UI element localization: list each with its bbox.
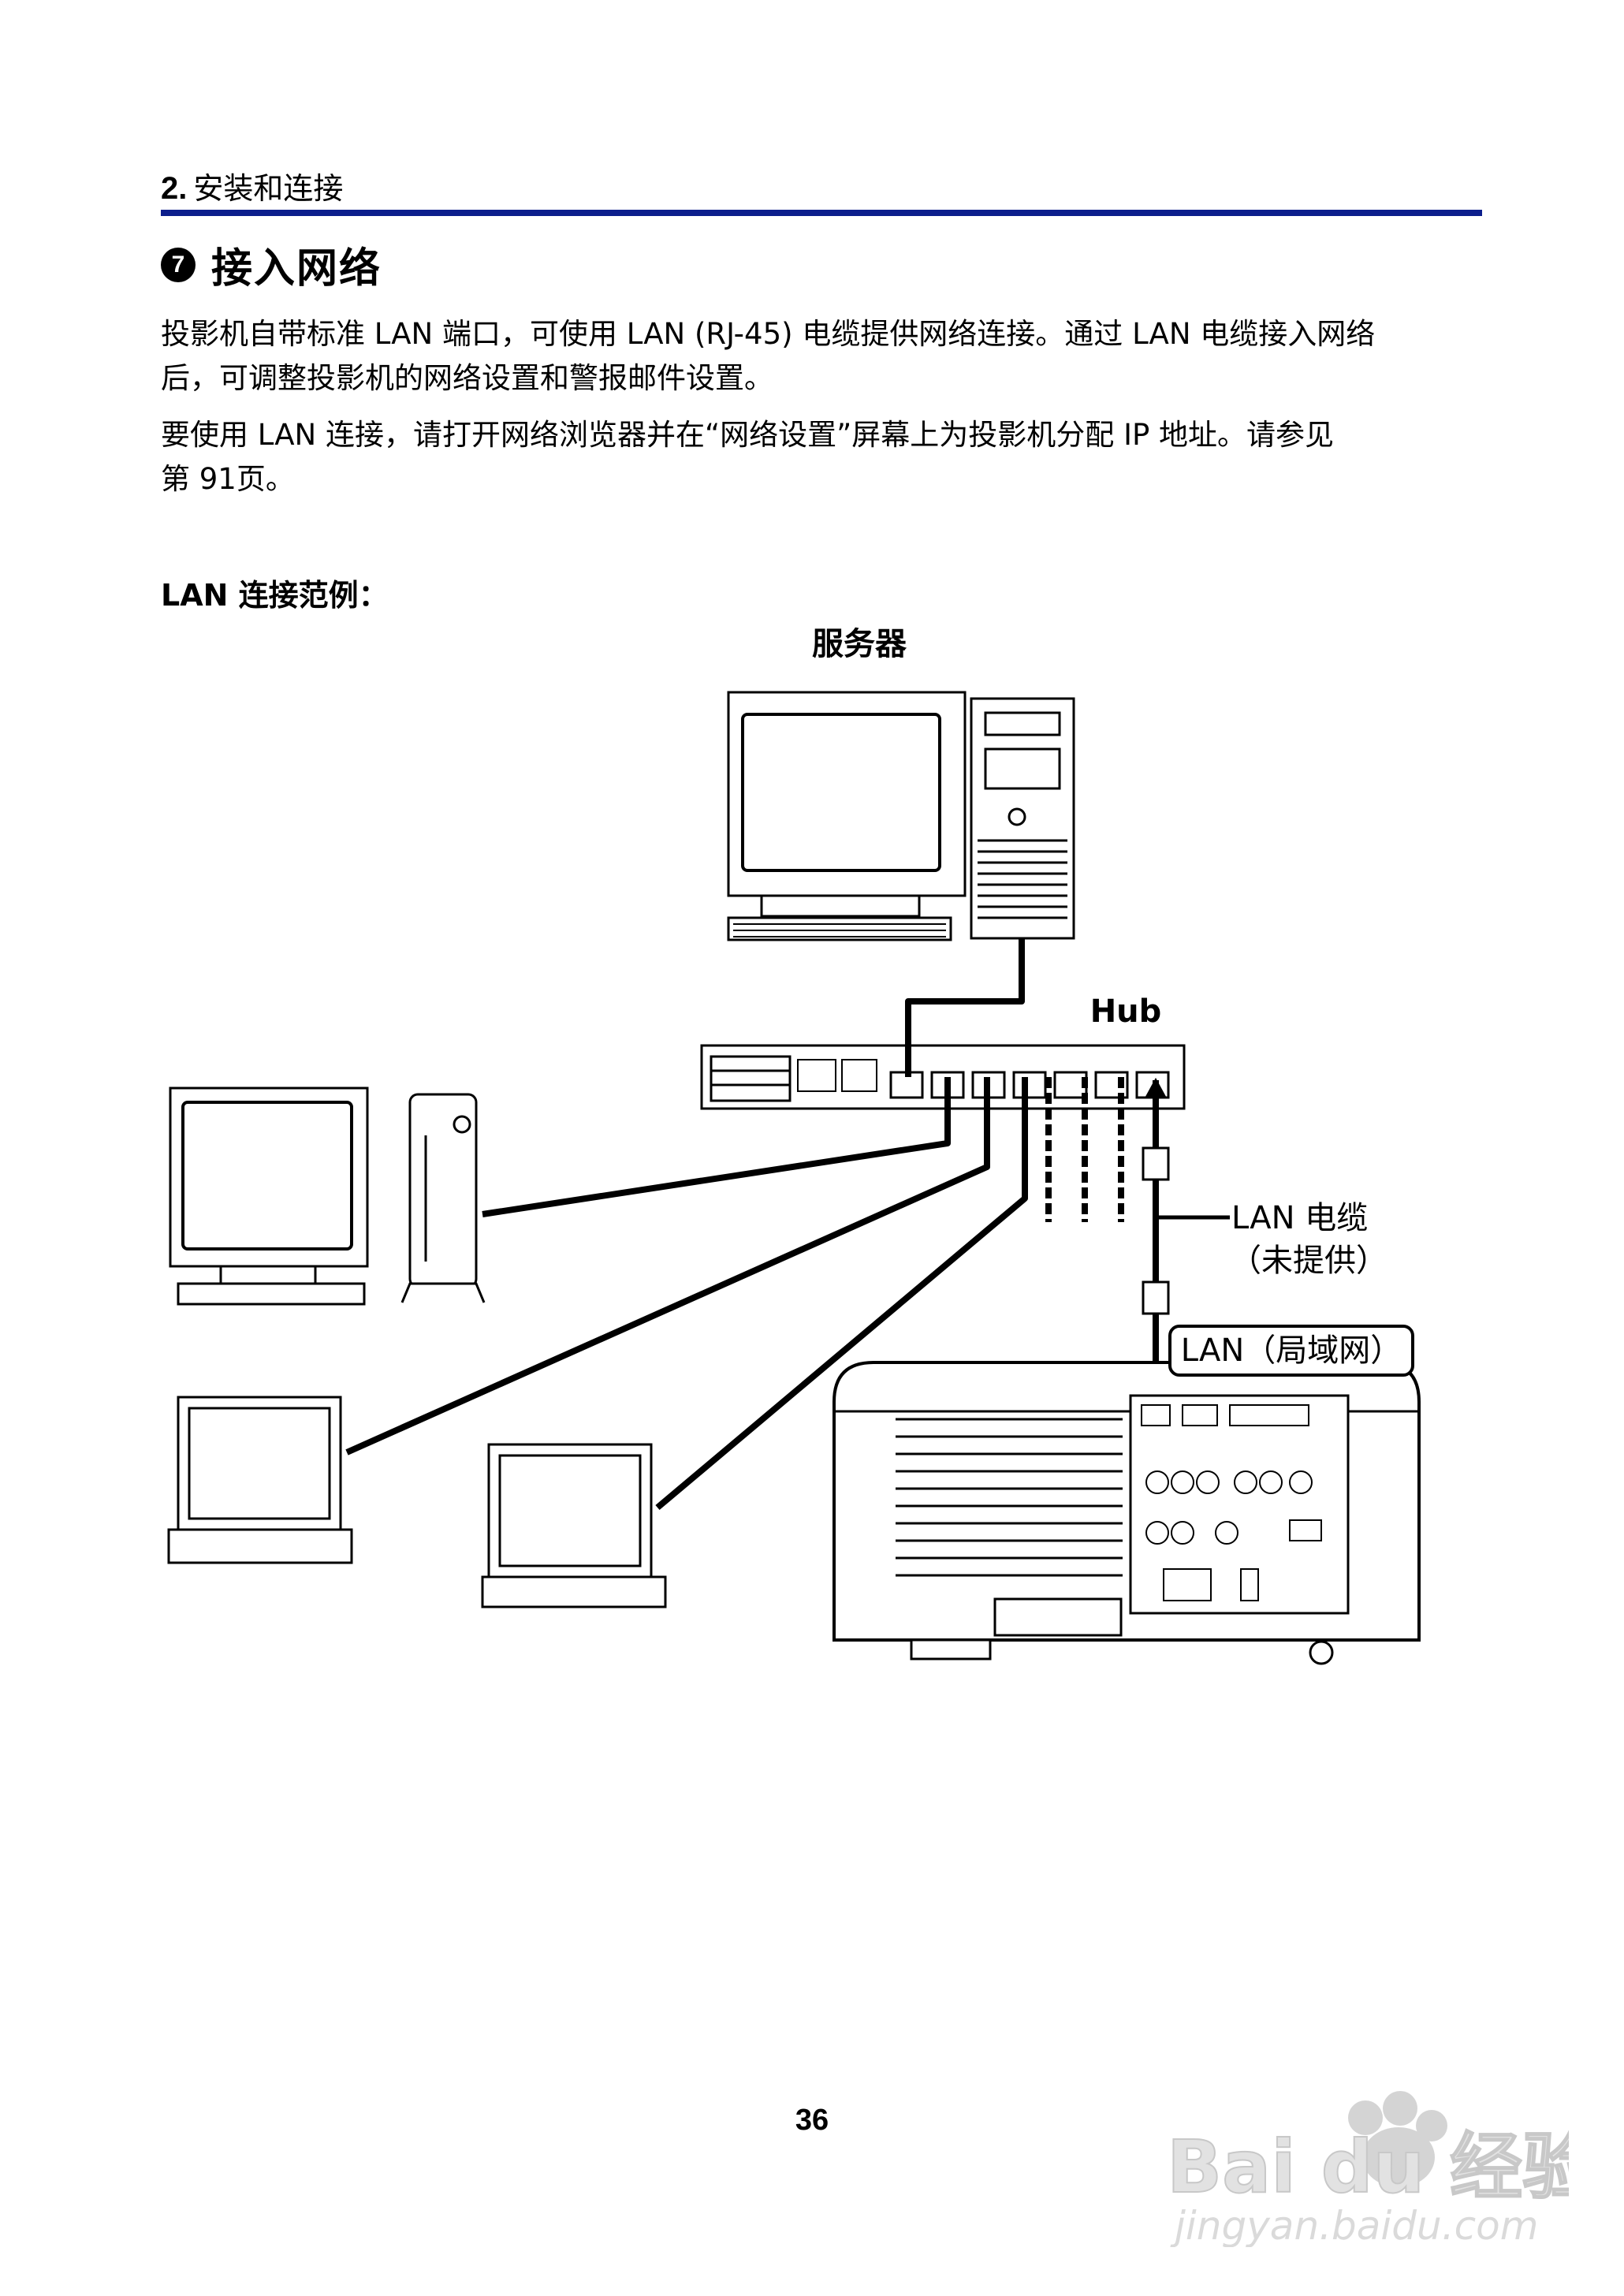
- paragraph-2-line-2: 第 91页。: [161, 462, 295, 496]
- lan-port-label: LAN（局域网）: [1181, 1332, 1402, 1369]
- cables: [345, 938, 1159, 1511]
- cable-label-line-2: （未提供）: [1230, 1243, 1387, 1279]
- watermark-url: jingyan.baidu.com: [1170, 2203, 1538, 2247]
- server-label: 服务器: [812, 626, 907, 662]
- paragraph-1: 投影机自带标准 LAN 端口，可使用 LAN (RJ-45) 电缆提供网络连接。…: [161, 312, 1485, 401]
- paw-icon: [1348, 2091, 1447, 2187]
- desktop-tower-icon: [400, 1093, 486, 1303]
- baidu-watermark-logo: Bai du 经验 jingyan.baidu.com: [1166, 2091, 1569, 2247]
- projector-vent-lines: [896, 1418, 1123, 1577]
- lan-port-callout: LAN（局域网）: [1168, 1325, 1414, 1377]
- section-header: 2.安装和连接: [161, 164, 343, 207]
- laptop-icon-2: [481, 1443, 667, 1608]
- desktop-monitor-icon: [169, 1086, 369, 1306]
- paragraph-1-line-1: 投影机自带标准 LAN 端口，可使用 LAN (RJ-45) 电缆提供网络连接。…: [161, 317, 1376, 351]
- paragraph-2: 要使用 LAN 连接，请打开网络浏览器并在“网络设置”屏幕上为投影机分配 IP …: [161, 413, 1485, 501]
- paragraph-1-line-2: 后，可调整投影机的网络设置和警报邮件设置。: [161, 361, 773, 395]
- page-title: 7 接入网络: [161, 235, 382, 294]
- projector-connector-panel: [1141, 1404, 1322, 1601]
- title-text: 接入网络: [211, 245, 382, 293]
- laptop-icon-1: [167, 1396, 353, 1564]
- cable-label-line-1: LAN 电缆: [1231, 1200, 1368, 1236]
- projector-icon: [832, 1361, 1421, 1665]
- paragraph-2-line-1: 要使用 LAN 连接，请打开网络浏览器并在“网络设置”屏幕上为投影机分配 IP …: [161, 418, 1335, 452]
- hub-label: Hub: [1090, 993, 1162, 1030]
- numbered-bullet-icon: 7: [161, 247, 196, 282]
- page-number: 36: [795, 2104, 829, 2137]
- watermark-brand: Bai du 经验: [1167, 2125, 1569, 2209]
- hub-icon: [700, 1044, 1186, 1110]
- server-tower-icon: [970, 697, 1075, 940]
- header-rule: [161, 210, 1482, 216]
- example-label: LAN 连接范例：: [161, 578, 389, 613]
- section-number: 2.: [161, 171, 188, 206]
- section-title: 安装和连接: [193, 171, 344, 206]
- server-monitor-icon: [727, 691, 967, 941]
